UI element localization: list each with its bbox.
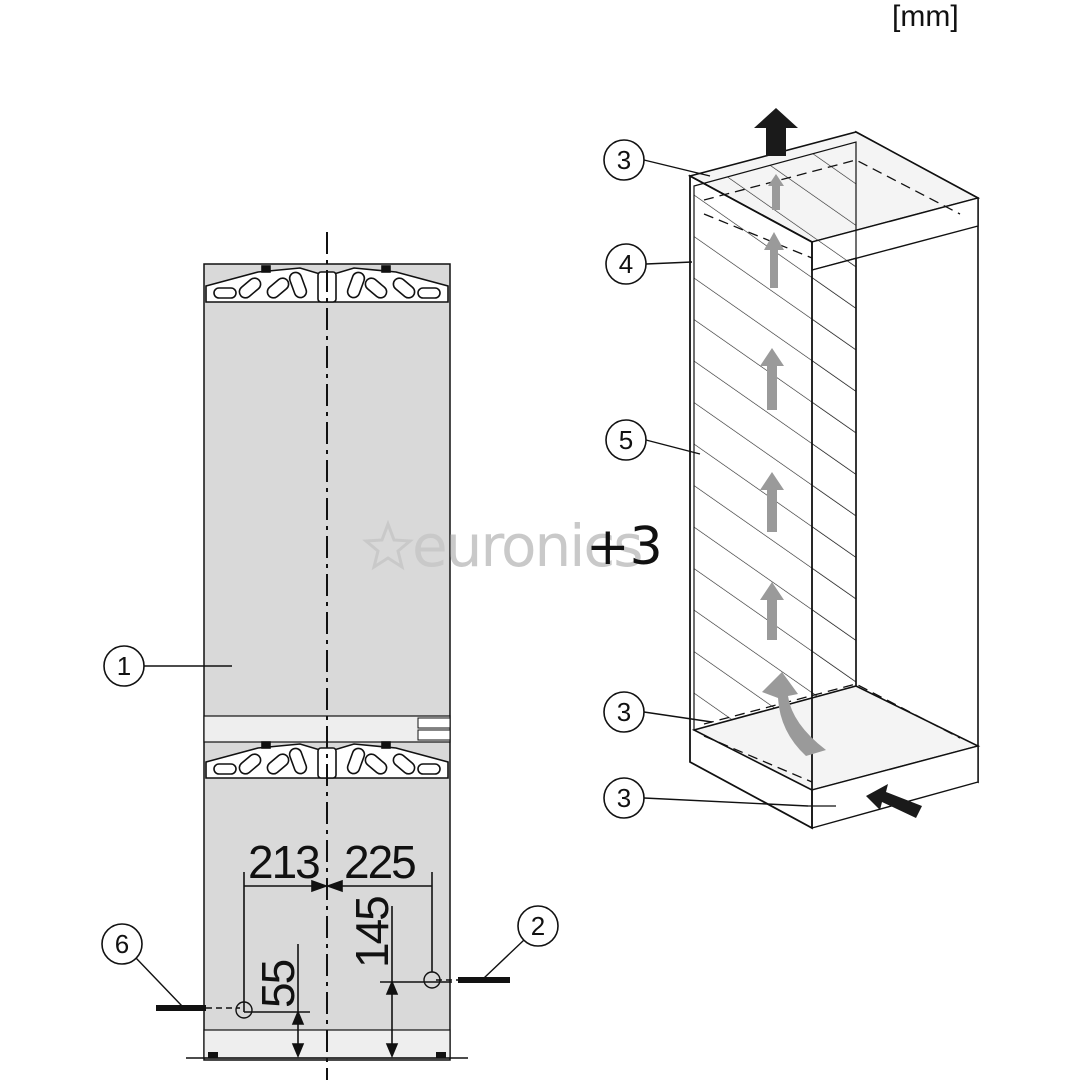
callout-3-bottom-inner: 3 <box>603 691 713 733</box>
svg-text:2: 2 <box>531 911 545 941</box>
dimension-225: 225 <box>344 836 415 888</box>
svg-text:4: 4 <box>619 249 633 279</box>
svg-text:euronics: euronics <box>412 512 641 580</box>
vertical-dimension-55 <box>244 944 310 1059</box>
dimension-213: 213 <box>248 836 319 888</box>
callout-3-top: 3 <box>603 139 711 181</box>
svg-text:1: 1 <box>117 651 131 681</box>
tolerance-label: +3 <box>586 517 663 577</box>
svg-text:3: 3 <box>617 145 631 175</box>
svg-text:6: 6 <box>115 929 129 959</box>
callout-1: 1 <box>103 645 232 687</box>
unit-label: [mm] <box>892 0 959 33</box>
appliance-front-view: 213 225 55 145 <box>156 232 510 1080</box>
svg-text:5: 5 <box>619 425 633 455</box>
cabinet-niche-view <box>687 108 981 830</box>
svg-text:3: 3 <box>617 697 631 727</box>
star-outline-icon <box>362 519 414 571</box>
callout-3-bottom-outer: 3 <box>603 777 809 819</box>
intake-arrow <box>866 784 922 818</box>
callout-5: 5 <box>605 419 701 461</box>
callout-6: 6 <box>101 923 183 1007</box>
svg-text:3: 3 <box>617 783 631 813</box>
dimension-55: 55 <box>252 960 304 1008</box>
callout-4: 4 <box>605 243 693 285</box>
exhaust-arrow <box>754 108 798 156</box>
euronics-watermark: euronics <box>362 512 643 580</box>
dimension-145: 145 <box>346 897 398 968</box>
cabinet-left-side <box>689 174 813 830</box>
horizontal-dimensions <box>243 872 433 1012</box>
airflow-arrows <box>760 174 826 756</box>
upper-mounting-bracket <box>205 265 449 303</box>
water-connection-point <box>235 1001 253 1019</box>
lower-mounting-bracket <box>205 741 449 779</box>
callout-2: 2 <box>483 905 559 979</box>
